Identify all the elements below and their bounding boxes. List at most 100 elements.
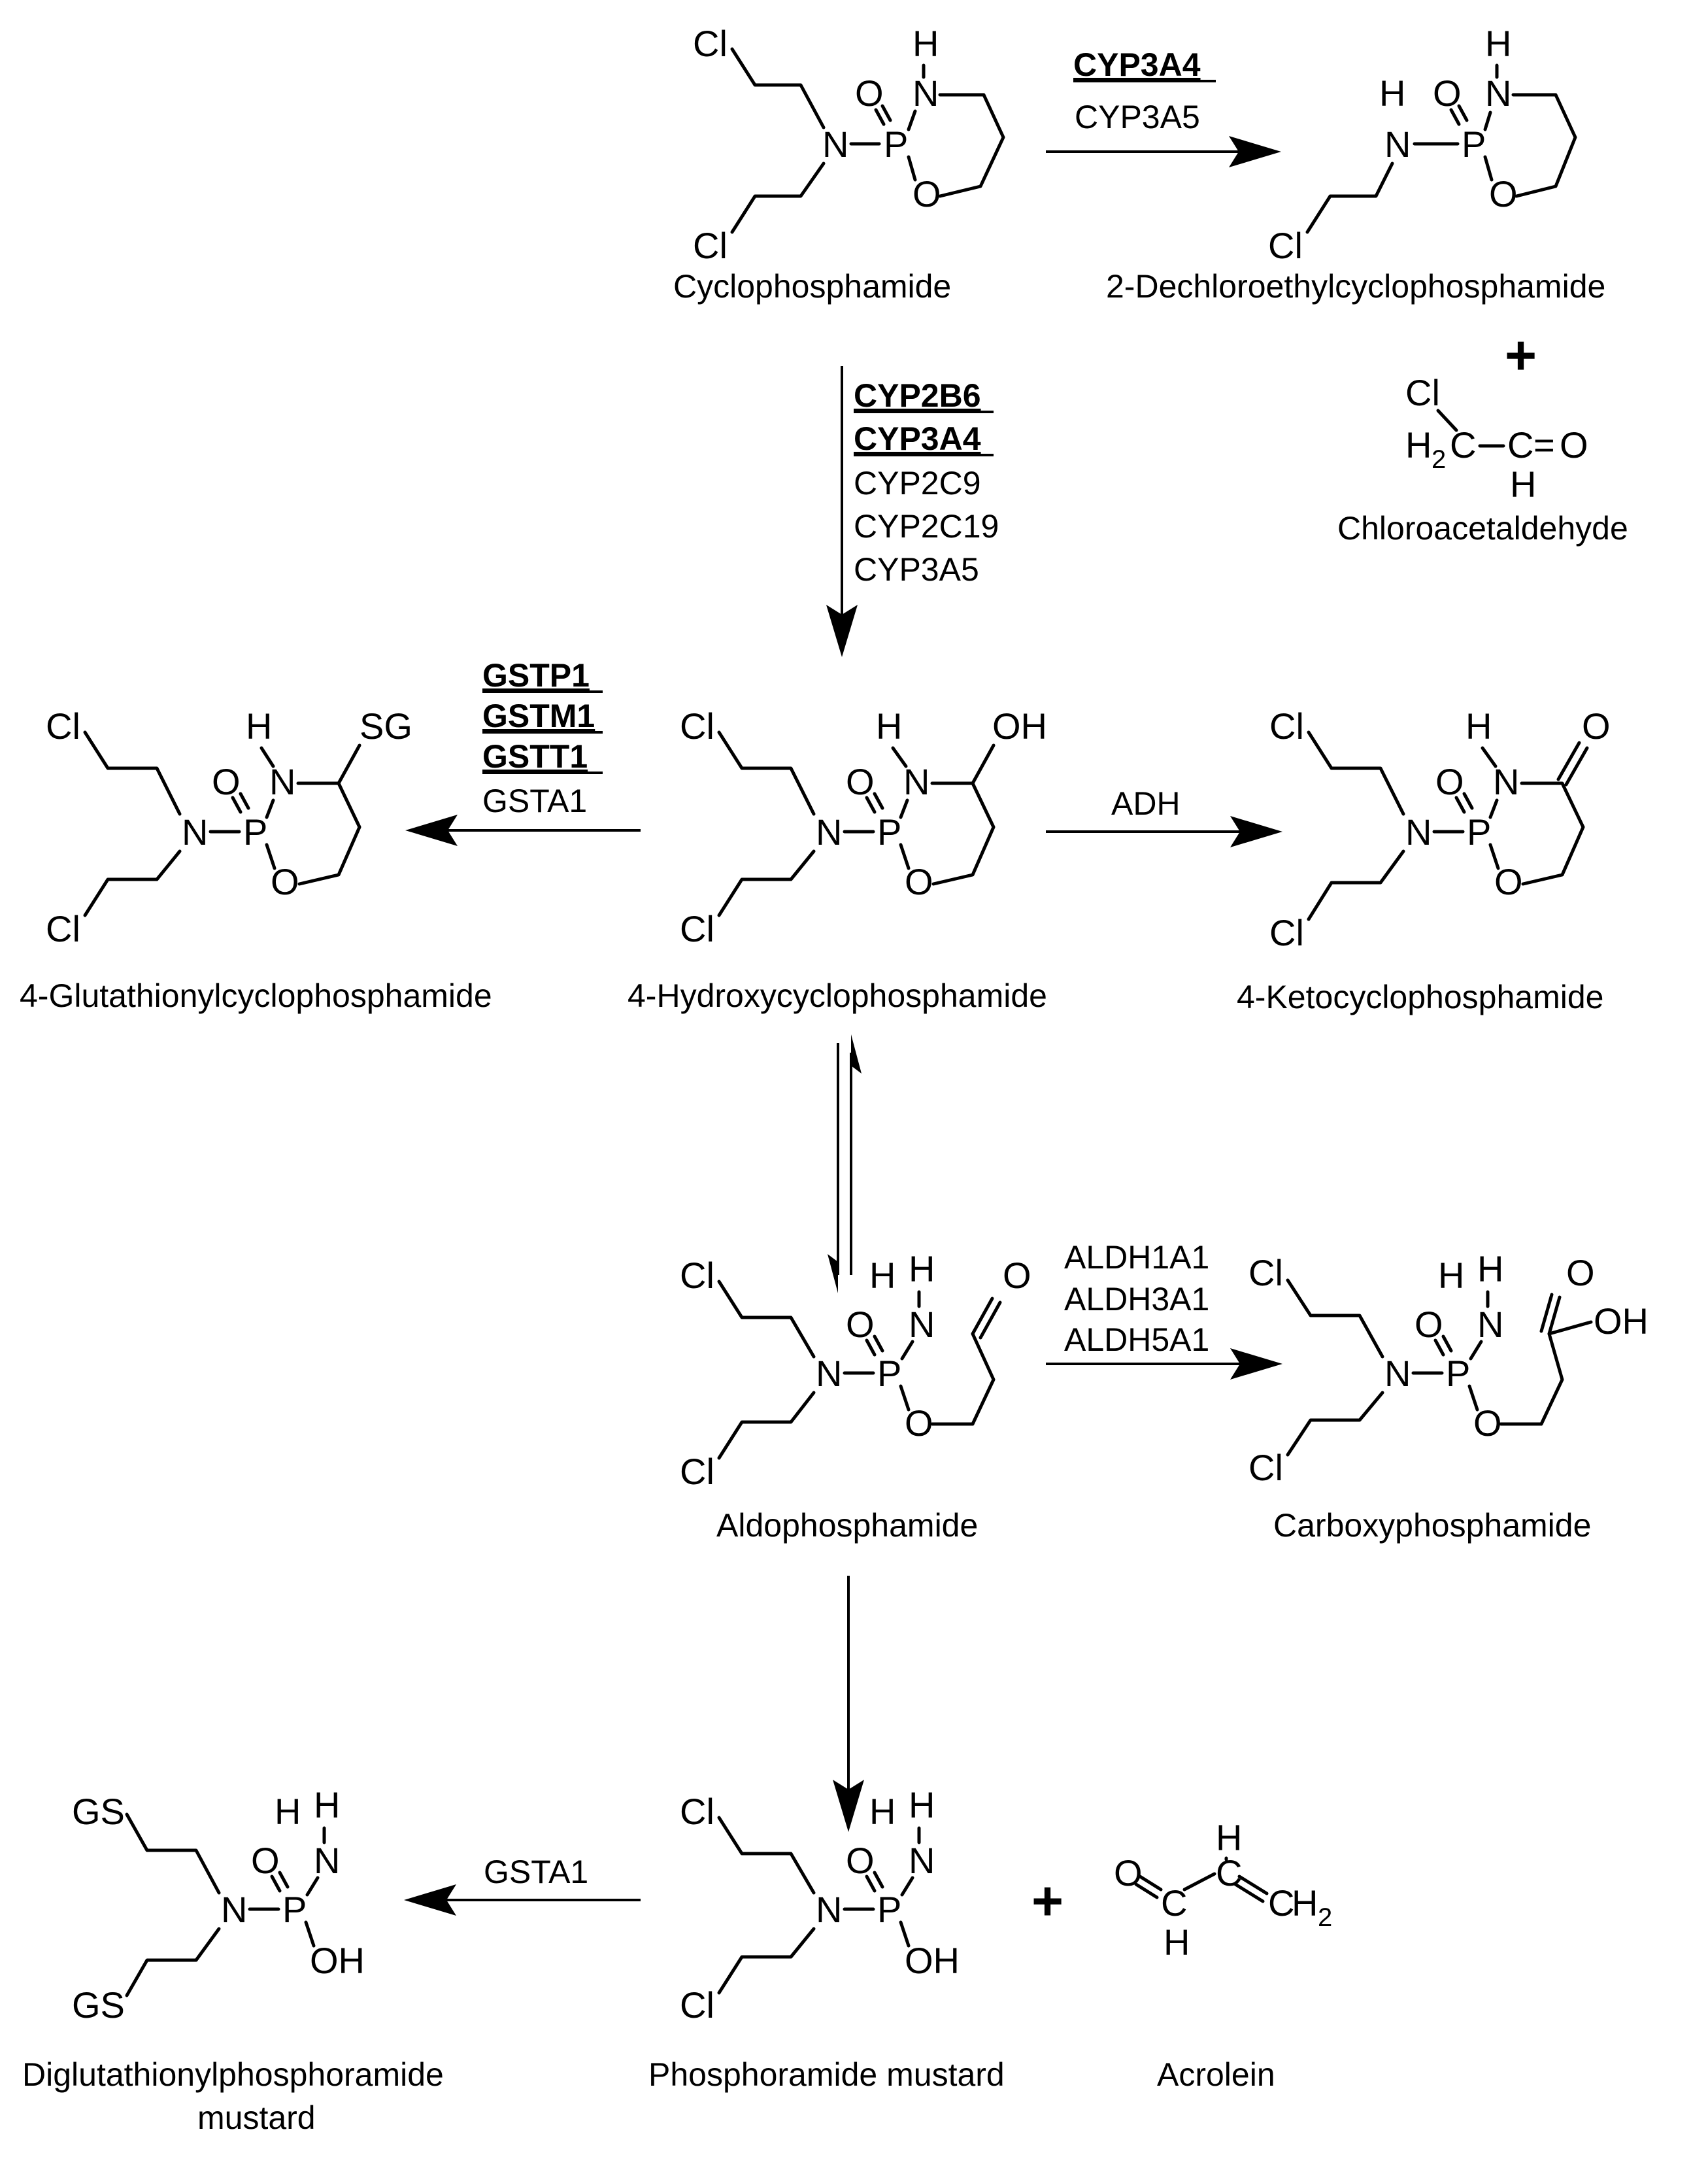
arrow-cyp2b6-cyp3a4: CYP2B6 CYP3A4 CYP2C9 CYP2C19 CYP3A5 bbox=[826, 366, 999, 657]
bond-double bbox=[1237, 1875, 1269, 1895]
bond-ring bbox=[296, 781, 361, 886]
atom-cl: Cl bbox=[680, 1451, 714, 1492]
bond bbox=[899, 843, 911, 870]
atom-o: O bbox=[855, 73, 884, 114]
atom-p: P bbox=[1446, 1353, 1470, 1394]
bond bbox=[899, 1384, 911, 1412]
atom-n: N bbox=[816, 811, 842, 853]
atom-cl: Cl bbox=[1268, 225, 1303, 266]
atom-h: H bbox=[909, 1248, 935, 1289]
bond bbox=[1469, 1340, 1483, 1361]
enzyme-minor: CYP2C19 bbox=[854, 508, 999, 545]
structure-hydroxycyclophosphamide: Cl Cl N P O H N O OH 4-Hydroxycyclophosp… bbox=[628, 705, 1047, 1014]
label-diglut-2: mustard bbox=[197, 2099, 316, 2136]
bond-double bbox=[1138, 1875, 1163, 1892]
bond-ring bbox=[1520, 781, 1585, 886]
atom-cl: Cl bbox=[680, 908, 714, 949]
atom-c: C bbox=[1507, 424, 1533, 466]
atom-cl: Cl bbox=[1248, 1252, 1283, 1293]
atom-h: H bbox=[1216, 1817, 1242, 1858]
atom-p: P bbox=[877, 1889, 901, 1930]
atom-o: O bbox=[846, 761, 875, 802]
bond bbox=[260, 746, 275, 768]
bond bbox=[907, 155, 917, 182]
bond-double bbox=[231, 796, 243, 814]
plus-sign: + bbox=[1031, 1870, 1063, 1931]
atom-o: O bbox=[913, 173, 941, 214]
bond bbox=[900, 1340, 914, 1361]
bond bbox=[1481, 746, 1498, 768]
enzyme-aldh: ALDH1A1 bbox=[1064, 1239, 1209, 1276]
atom-p: P bbox=[282, 1889, 307, 1930]
bond bbox=[337, 743, 361, 785]
bond-double bbox=[1441, 1334, 1453, 1353]
atom-cl: Cl bbox=[1269, 912, 1304, 953]
structure-diglutathionylphosphoramide-mustard: GS GS N P O H H N OH Diglutathionylphosp… bbox=[22, 1784, 444, 2136]
atom-o: O bbox=[1489, 173, 1518, 214]
label-acrolein: Acrolein bbox=[1157, 2056, 1275, 2093]
bond-double bbox=[1433, 1338, 1445, 1357]
atom-n: N bbox=[903, 761, 929, 802]
atom-n: N bbox=[1384, 124, 1411, 165]
bond-ring bbox=[930, 781, 996, 886]
structure-aldophosphamide: Cl Cl N P O H H N O O Aldophosphamide bbox=[680, 1248, 1031, 1544]
bond bbox=[1483, 155, 1494, 182]
atom-h: H bbox=[1379, 73, 1405, 114]
label-chloroacetaldehyde: Chloroacetaldehyde bbox=[1337, 510, 1628, 547]
atom-cl: Cl bbox=[693, 23, 728, 64]
structure-dechloroethylcyclophosphamide: H N O P H N O Cl 2-Dechloroethylcyclopho… bbox=[1106, 23, 1605, 305]
atom-oh: OH bbox=[1594, 1300, 1649, 1342]
bond bbox=[907, 109, 917, 131]
bond-double bbox=[865, 796, 877, 814]
atom-p: P bbox=[877, 811, 901, 853]
atom-h: H bbox=[1510, 464, 1536, 505]
bond bbox=[899, 1920, 911, 1948]
atom-n: N bbox=[221, 1889, 247, 1930]
atom-h: H bbox=[913, 23, 939, 64]
atom-o: O bbox=[1435, 761, 1464, 802]
bond bbox=[1488, 798, 1499, 819]
atom-p: P bbox=[884, 124, 908, 165]
atom-gs: GS bbox=[72, 1984, 125, 2026]
bond bbox=[717, 849, 816, 917]
enzyme-major: CYP3A4 bbox=[854, 420, 981, 457]
arrow-cyp3a4-cyp3a5: CYP3A4 CYP3A5 bbox=[1046, 46, 1281, 167]
bond-double bbox=[865, 1338, 877, 1357]
bond-ring bbox=[938, 93, 1005, 198]
bond-double bbox=[880, 104, 892, 122]
bond bbox=[83, 730, 182, 816]
atom-p: P bbox=[243, 811, 267, 853]
atom-cl: Cl bbox=[680, 1255, 714, 1296]
atom-c: C bbox=[1268, 1882, 1294, 1924]
bond bbox=[1286, 1278, 1384, 1359]
bond bbox=[125, 1927, 221, 1997]
bond-double bbox=[865, 1875, 877, 1893]
enzyme-major: CYP3A4 bbox=[1073, 46, 1201, 83]
atom-n: N bbox=[909, 1304, 935, 1345]
atom-n: N bbox=[822, 124, 848, 165]
bond-double bbox=[873, 1334, 884, 1353]
bond-chain bbox=[1499, 1332, 1564, 1426]
bond bbox=[1436, 409, 1458, 432]
subscript-2: 2 bbox=[1432, 445, 1446, 474]
bond bbox=[717, 1391, 816, 1460]
enzyme-minor: CYP2C9 bbox=[854, 465, 981, 501]
structure-cyclophosphamide: Cl Cl N P O H N O Cyclophosphamide bbox=[673, 23, 1005, 305]
bond bbox=[305, 1876, 320, 1897]
atom-h: H bbox=[246, 705, 272, 747]
arrow-adh: ADH bbox=[1046, 785, 1282, 847]
bond bbox=[899, 798, 909, 819]
bond bbox=[1483, 110, 1492, 131]
bond-double bbox=[874, 108, 886, 126]
enzyme-aldh: ALDH3A1 bbox=[1064, 1281, 1209, 1317]
atom-oh: OH bbox=[310, 1940, 365, 1981]
bond-double bbox=[1564, 746, 1589, 787]
atom-cl: Cl bbox=[1269, 705, 1304, 747]
bond bbox=[730, 47, 826, 129]
atom-h: H bbox=[1438, 1255, 1464, 1296]
atom-o: O bbox=[1560, 424, 1588, 466]
atom-n: N bbox=[1384, 1353, 1411, 1394]
bond bbox=[1547, 1320, 1593, 1336]
label-keto: 4-Ketocyclophosphamide bbox=[1237, 979, 1603, 1015]
